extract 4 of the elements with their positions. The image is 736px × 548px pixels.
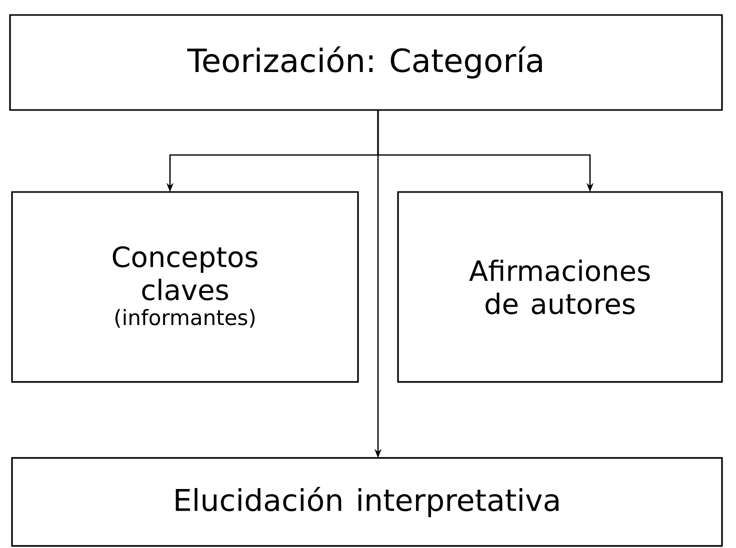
- process-box: Afirmaciones de autores: [397, 191, 723, 383]
- process-box: Teorización: Categoría: [9, 14, 723, 111]
- process-box: Conceptos claves (informantes): [11, 191, 359, 383]
- process-box: Elucidación interpretativa: [11, 457, 723, 547]
